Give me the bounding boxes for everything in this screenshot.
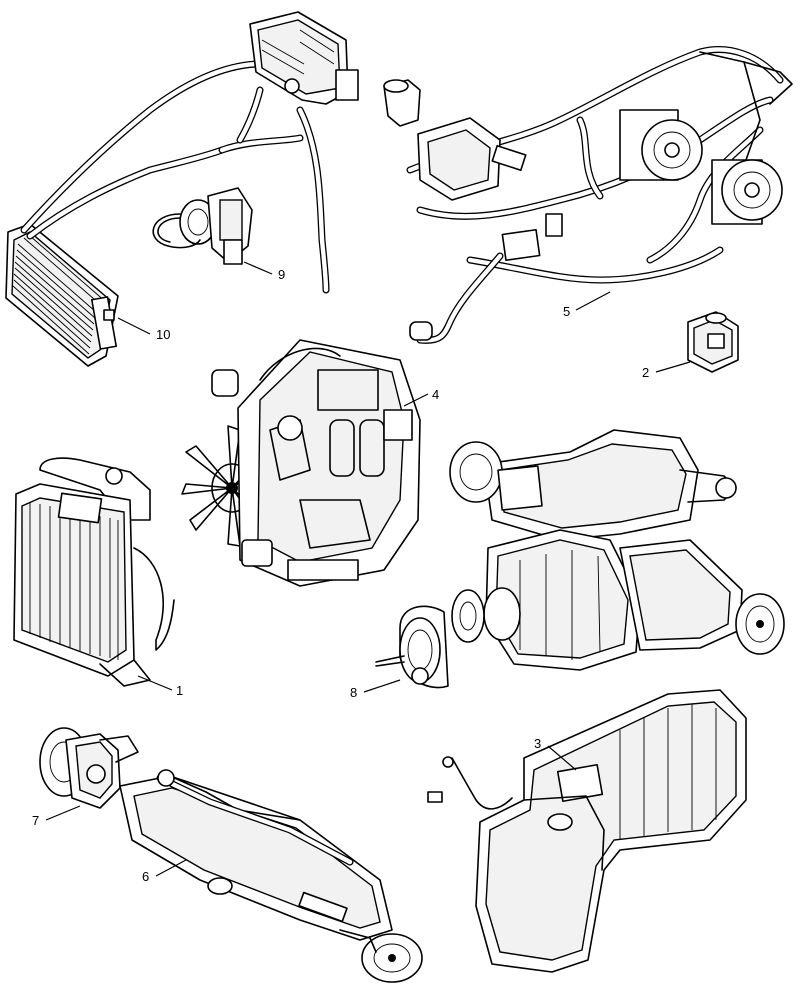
leader-6 [155,859,187,877]
callout-4: 4 [432,387,439,402]
leader-4 [403,393,429,407]
leader-lines [45,261,691,877]
callout-5: 5 [563,304,570,319]
leader-8 [363,679,401,693]
leader-10 [117,317,151,335]
callout-2: 2 [642,365,649,380]
part-9-ac-compressor-hoses[interactable] [20,11,359,294]
part-3-fuel-tank[interactable] [427,689,747,973]
part-2-expansion-tank[interactable] [687,311,739,373]
callout-8: 8 [350,685,357,700]
part-6-front-axle[interactable] [119,769,423,983]
leader-2 [655,361,691,373]
leader-5 [575,291,611,311]
leader-9 [243,261,273,275]
small-reservoir[interactable] [383,79,421,127]
part-1-radiator[interactable] [13,457,175,687]
part-7-front-hub[interactable] [39,727,139,809]
part-4-engine[interactable] [181,339,421,587]
callout-6: 6 [142,869,149,884]
callout-1: 1 [176,683,183,698]
part-8-transmission[interactable] [375,429,785,689]
callout-7: 7 [32,813,39,828]
callout-labels: 1 2 3 4 5 6 7 8 9 10 [32,267,649,884]
callout-9: 9 [278,267,285,282]
part-10-condenser[interactable] [5,223,119,367]
callout-3: 3 [534,736,541,751]
part-5-harness-frame[interactable] [406,46,793,344]
leader-7 [45,805,81,821]
callout-10: 10 [156,327,170,342]
leader-3 [547,745,577,771]
leader-1 [137,675,173,691]
